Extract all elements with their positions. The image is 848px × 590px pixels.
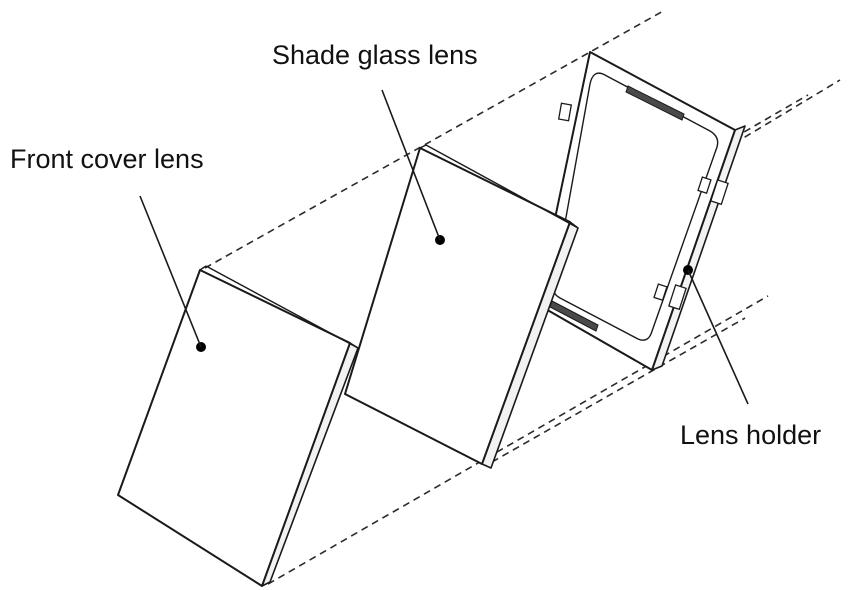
label-front-cover-lens: Front cover lens bbox=[10, 144, 204, 174]
lens-holder-clip-right-upper-outer bbox=[710, 179, 729, 206]
alignment-line-top bbox=[204, 9, 666, 269]
lens-holder-clip-right-lower-outer bbox=[668, 284, 687, 311]
alignment-line-mid bbox=[491, 317, 746, 463]
leader-lens-holder bbox=[687, 269, 749, 405]
leader-shade-glass-lens bbox=[381, 89, 441, 241]
alignment-line-bottom bbox=[267, 295, 769, 585]
leader-lines bbox=[139, 89, 749, 405]
lens-holder-clip-right-lower bbox=[653, 283, 668, 302]
shade-glass-lens bbox=[344, 144, 579, 469]
label-shade-glass-lens: Shade glass lens bbox=[272, 40, 478, 70]
front-cover-lens-pane bbox=[117, 269, 351, 587]
shade-glass-lens-pane bbox=[344, 147, 571, 465]
front-cover-lens-top-corner bbox=[199, 265, 207, 271]
shade-glass-lens-top-bevel bbox=[425, 144, 579, 229]
lens-holder-gasket-top bbox=[625, 85, 685, 121]
lens-holder-clip-top-left bbox=[557, 102, 573, 122]
label-lens-holder: Lens holder bbox=[680, 420, 821, 450]
shade-glass-lens-top-edge bbox=[419, 144, 427, 149]
front-cover-lens bbox=[117, 265, 359, 587]
lens-holder-window bbox=[552, 72, 719, 341]
front-cover-lens-top-bevel bbox=[205, 265, 359, 349]
leader-front-cover-lens bbox=[139, 195, 202, 348]
lens-holder bbox=[536, 51, 746, 371]
lens-holder-clip-right-upper bbox=[697, 176, 712, 195]
